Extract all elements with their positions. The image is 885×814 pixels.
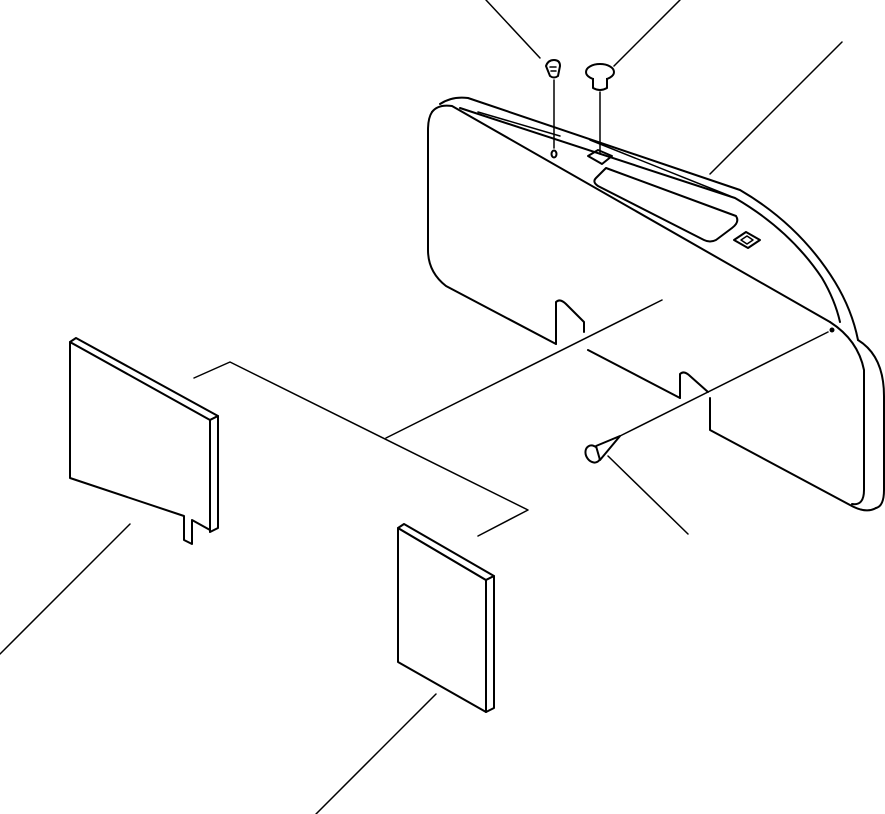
grommet-stem [592, 78, 608, 91]
rivet [584, 331, 829, 535]
clip-leader-line [485, 0, 541, 59]
rivet-axis-line [619, 331, 829, 437]
pad-bracket-stem [385, 299, 663, 439]
cover-grommet-seat [587, 149, 613, 165]
cover-rim-groove [477, 111, 731, 197]
grommet-leader-line [613, 0, 681, 67]
cover-left-face [427, 111, 557, 345]
cover-right-end-outer [857, 339, 885, 509]
cover-top-rim-inner [459, 107, 841, 323]
cover-top-back-edge [431, 104, 831, 323]
pad-center-leader-line [315, 693, 437, 814]
cover-left-foot [555, 299, 585, 345]
pad-center [315, 523, 495, 814]
cover-leader-line [709, 41, 843, 175]
cover-top-rim-outer [439, 96, 859, 341]
cover-right-foot [679, 371, 709, 399]
pad-center-front [397, 527, 487, 713]
pad-bracket [193, 299, 663, 537]
cover-panel [427, 96, 885, 512]
clip [485, 0, 561, 149]
grommet [585, 0, 681, 155]
pad-center-side [485, 575, 495, 713]
cover-right-end-inner [829, 321, 865, 506]
cover-lower-edge-1 [587, 349, 681, 399]
cover-clip-hole [550, 149, 558, 159]
cover-lower-edge-2 [709, 397, 877, 512]
pad-bracket-left [193, 361, 529, 537]
cover-rivet-hole [829, 327, 835, 333]
pad-left-leader-line [0, 523, 131, 655]
pad-left [0, 337, 219, 655]
cover-top-window [593, 167, 739, 243]
clip-body [545, 59, 561, 79]
cover-boss-right [733, 231, 761, 249]
pad-left-side [209, 415, 219, 533]
cover-boss-right-inner [740, 235, 754, 245]
clip-slot [549, 66, 557, 72]
grommet-head [585, 63, 615, 81]
rivet-leader-line [607, 455, 689, 535]
rivet-shank [595, 435, 621, 461]
